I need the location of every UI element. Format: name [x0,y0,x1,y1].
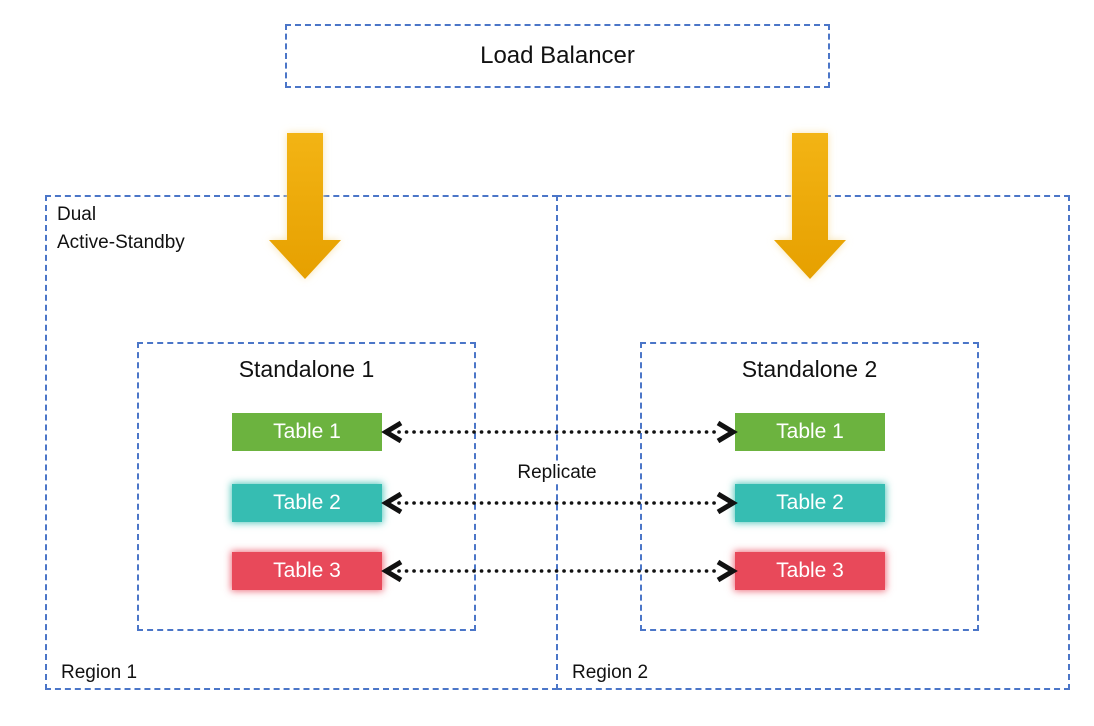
table-2-right: Table 2 [735,484,885,522]
table-1-right-label: Table 1 [776,420,844,443]
table-3-right: Table 3 [735,552,885,590]
dual-active-standby-label: Dual Active-Standby [57,204,185,253]
load-balancer-label: Load Balancer [480,42,635,69]
standalone-1-box: Standalone 1 [137,342,476,631]
load-balancer-box: Load Balancer [285,24,830,88]
table-2-left: Table 2 [232,484,382,522]
table-1-right: Table 1 [735,413,885,451]
table-2-right-label: Table 2 [776,491,844,514]
table-1-left: Table 1 [232,413,382,451]
standalone-2-box: Standalone 2 [640,342,979,631]
table-3-right-label: Table 3 [776,559,844,582]
region-2-label: Region 2 [572,662,649,683]
standalone-2-title: Standalone 2 [741,356,878,382]
table-1-left-label: Table 1 [273,420,341,443]
table-3-left: Table 3 [232,552,382,590]
region-1-label: Region 1 [61,662,138,683]
table-2-left-label: Table 2 [273,491,341,514]
replicate-label: Replicate [513,462,601,484]
table-3-left-label: Table 3 [273,559,341,582]
standalone-1-title: Standalone 1 [238,356,375,382]
